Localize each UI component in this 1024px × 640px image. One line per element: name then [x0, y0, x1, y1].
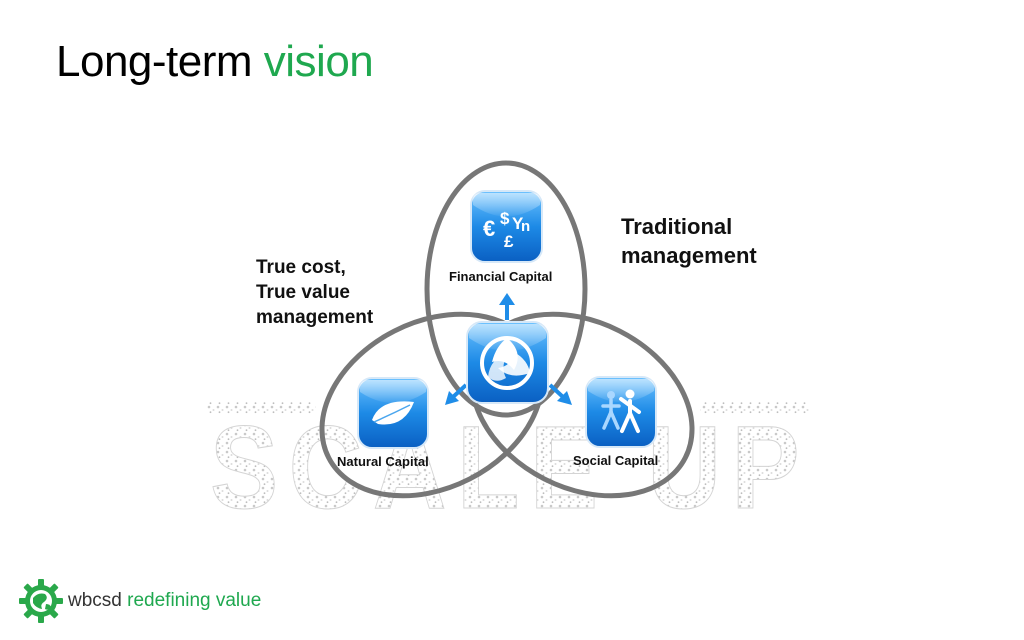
footer-text: wbcsd redefining value — [68, 590, 261, 612]
true-value-line-3: management — [256, 307, 374, 328]
wbcsd-gear-globe-icon — [19, 579, 63, 623]
footer-brand: wbcsd — [68, 590, 122, 611]
watermark-group: SCALE UP — [206, 402, 810, 535]
title-main: Long-term — [56, 37, 253, 86]
true-value-label: True cost, True value management — [256, 255, 373, 330]
social-capital-label: Social Capital — [573, 453, 659, 468]
slide-title: Long-term vision — [56, 37, 374, 86]
integration-swirl-icon — [466, 321, 549, 404]
svg-text:n: n — [521, 218, 530, 235]
footer-tagline: redefining value — [127, 590, 262, 611]
leaf-icon — [357, 377, 429, 449]
svg-text:€: € — [483, 216, 495, 241]
natural-capital-label: Natural Capital — [337, 454, 429, 469]
svg-text:$: $ — [500, 209, 510, 228]
currency-symbols-icon: € $ Y £ n — [470, 190, 543, 263]
svg-text:£: £ — [504, 232, 514, 251]
footer-logo: wbcsd redefining value — [18, 576, 278, 628]
arrow-down-right-icon — [548, 383, 572, 405]
arrow-down-left-icon — [445, 383, 468, 405]
title-accent: vision — [263, 37, 374, 86]
people-icon — [585, 376, 657, 448]
svg-text:Y: Y — [512, 214, 524, 233]
traditional-line-1: Traditional — [621, 214, 733, 239]
traditional-line-2: management — [621, 243, 757, 268]
financial-capital-label: Financial Capital — [449, 269, 553, 284]
watermark-text: SCALE UP — [210, 402, 810, 534]
financial-ellipse — [424, 160, 588, 418]
true-value-line-1: True cost, — [256, 257, 346, 278]
traditional-management-label: Traditional management — [621, 212, 757, 270]
arrow-up-icon — [499, 293, 515, 320]
true-value-line-2: True value — [256, 282, 350, 303]
